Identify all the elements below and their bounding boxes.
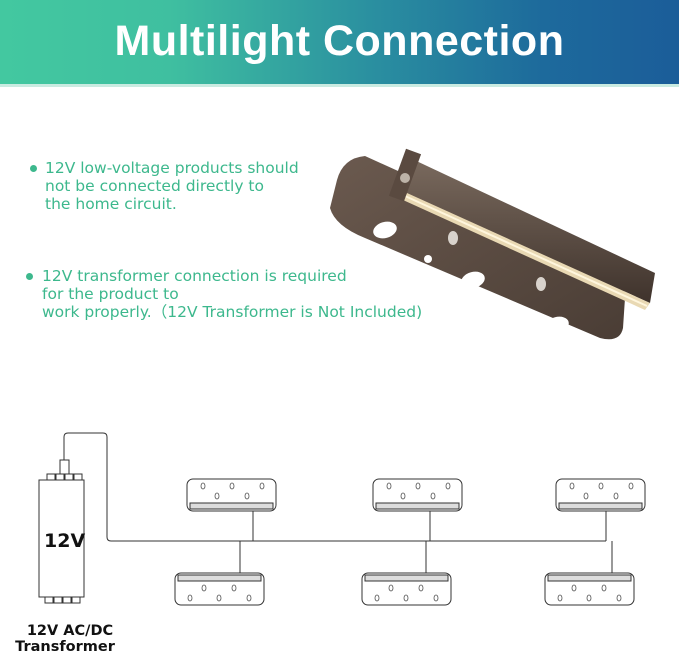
- note-line: for the product to: [42, 285, 179, 303]
- note-line: 12V low-voltage products should: [45, 159, 299, 177]
- fixture-bottom: [174, 572, 635, 606]
- transformer-voltage-label: 12V: [44, 530, 86, 552]
- product-photo: [330, 148, 655, 340]
- transformer-caption-line1: 12V AC/DC: [26, 623, 114, 639]
- header-banner: Multilight Connection: [0, 0, 679, 84]
- note-line: work properly.（12V Transformer is Not In…: [42, 303, 423, 321]
- note-line: not be connected directly to: [45, 177, 264, 195]
- wiring-diagram: [38, 432, 646, 606]
- bullet-icon: [30, 165, 37, 172]
- page-title: Multilight Connection: [114, 16, 565, 65]
- transformer-caption-line2: Transformer: [15, 639, 115, 655]
- note-transformer-required: 12V transformer connection is required f…: [42, 267, 472, 321]
- bullet-icon: [26, 273, 33, 280]
- banner-divider: [0, 84, 679, 87]
- fixture-top: [186, 478, 646, 512]
- note-line: the home circuit.: [45, 195, 177, 213]
- note-line: 12V transformer connection is required: [42, 267, 347, 285]
- note-low-voltage: 12V low-voltage products should not be c…: [45, 159, 345, 213]
